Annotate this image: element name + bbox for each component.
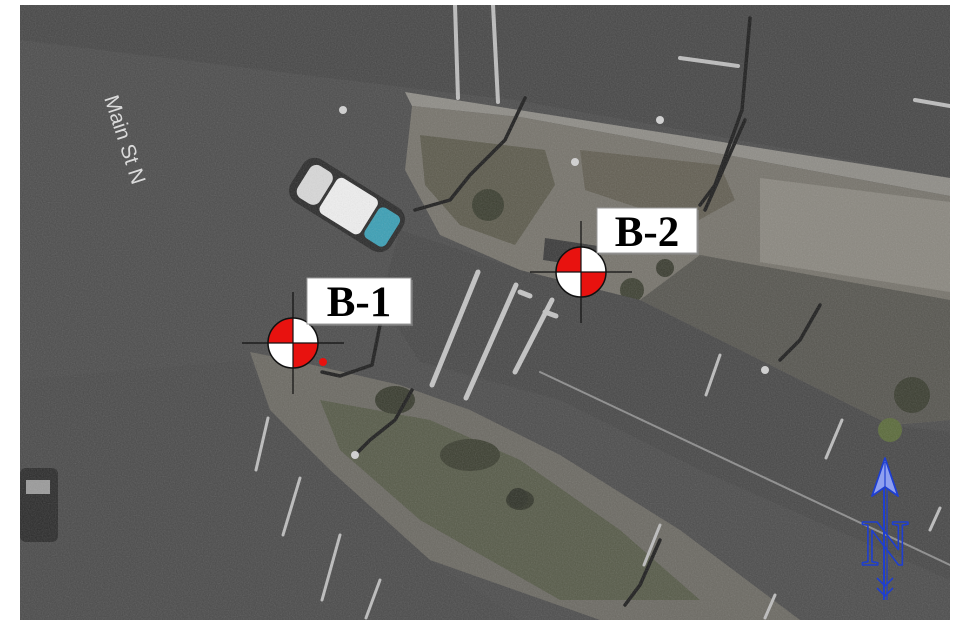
boring-id-b2: B-2 xyxy=(615,209,680,256)
boring-label-b2: B-2 xyxy=(596,207,699,256)
aerial-texture xyxy=(20,5,950,620)
north-letter: N xyxy=(861,507,909,580)
boring-symbol-icon xyxy=(555,246,607,298)
boring-marker-b1: B-1 xyxy=(242,277,413,394)
aerial-background xyxy=(20,5,950,620)
boring-label-b1: B-1 xyxy=(306,277,413,326)
boring-id-b1: B-1 xyxy=(327,279,392,326)
location-dot xyxy=(319,358,327,366)
boring-symbol-icon xyxy=(267,317,319,369)
north-arrow-icon: N xyxy=(860,457,910,600)
boring-marker-b2: B-2 xyxy=(530,207,699,323)
